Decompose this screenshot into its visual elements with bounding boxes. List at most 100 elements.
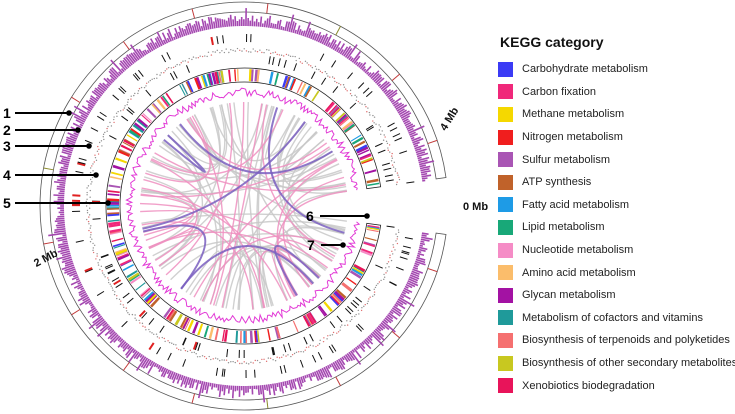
gc-skew-bar: [117, 339, 125, 348]
dot-point: [142, 325, 144, 327]
dot-point: [89, 227, 91, 229]
dot-point: [86, 198, 88, 200]
gc-skew-bar: [288, 380, 293, 391]
kegg-gene-segment: [296, 81, 303, 94]
gc-skew-bar: [128, 350, 138, 363]
dot-point: [385, 272, 387, 274]
gene-tick: [222, 35, 225, 44]
gc-skew-bar: [130, 52, 138, 62]
gc-skew-bar: [157, 364, 161, 370]
gc-skew-bar: [421, 232, 429, 235]
gc-skew-bar: [144, 49, 149, 55]
kegg-gene-segment: [254, 69, 258, 82]
gc-skew-bar: [421, 174, 432, 178]
legend-label: Methane metabolism: [522, 108, 625, 121]
kegg-gene-segment: [184, 318, 191, 330]
gc-skew-bar: [417, 250, 422, 254]
kegg-gene-segment: [325, 102, 336, 113]
gc-skew-bar: [369, 72, 375, 78]
dot-point: [239, 49, 241, 51]
dot-point: [92, 170, 94, 172]
gene-tick: [138, 69, 144, 77]
kegg-gene-segment: [351, 267, 364, 277]
gc-skew-bar: [420, 238, 430, 242]
gc-skew-bar: [401, 291, 407, 295]
gc-skew-bar: [404, 121, 412, 127]
dot-point: [245, 362, 248, 364]
dot-point: [333, 77, 336, 80]
gc-skew-bar: [188, 22, 194, 34]
dot-point: [367, 300, 369, 302]
dot-point: [111, 287, 114, 289]
gc-skew-bar: [350, 350, 362, 365]
kegg-gene-segment: [330, 106, 340, 117]
gene-tick: [105, 265, 114, 270]
gc-skew-bar: [231, 385, 235, 399]
dot-point: [372, 114, 374, 117]
kegg-gene-segment: [218, 71, 222, 84]
dot-point: [368, 298, 370, 300]
gc-skew-bar: [62, 234, 67, 237]
gc-skew-bar: [408, 278, 418, 284]
kegg-gene-segment: [214, 328, 219, 341]
gc-skew-bar: [319, 34, 325, 44]
kegg-gene-segment: [341, 283, 352, 293]
gc-skew-bar: [284, 21, 289, 31]
gc-skew-bar: [108, 70, 118, 80]
dot-point: [148, 328, 150, 331]
dot-point: [98, 148, 100, 151]
kegg-gene-segment: [112, 164, 125, 171]
gene-tick: [350, 302, 358, 309]
dot-point: [109, 283, 111, 285]
gc-skew-bar: [298, 29, 302, 35]
legend-item: Methane metabolism: [498, 103, 734, 126]
dot-point: [395, 240, 397, 242]
dot-point: [339, 329, 341, 331]
dot-point: [163, 72, 165, 74]
gc-skew-bar: [142, 358, 150, 369]
dot-point: [170, 67, 173, 69]
gc-skew-bar: [306, 27, 312, 38]
dot-point: [107, 125, 109, 128]
dot-point: [89, 236, 92, 238]
dot-point: [299, 61, 302, 63]
gene-tick: [287, 342, 292, 351]
legend-swatch: [498, 84, 513, 100]
dot-point: [290, 355, 292, 358]
gc-skew-bar: [140, 357, 149, 368]
gene-tick: [382, 162, 390, 166]
gc-skew-bar: [296, 377, 302, 390]
gc-skew-bar: [385, 315, 394, 322]
dot-point: [380, 133, 382, 135]
gc-skew-bar: [416, 151, 426, 156]
gc-skew-bar: [370, 332, 384, 347]
callout-dot-3: [86, 143, 92, 149]
dot-point: [291, 354, 294, 356]
gc-skew-bar: [421, 172, 428, 176]
gc-skew-bar: [156, 31, 165, 46]
gc-skew-bar: [102, 82, 109, 89]
dot-point: [86, 209, 89, 212]
gc-skew-bar: [57, 242, 69, 246]
dot-point: [256, 359, 259, 362]
gc-skew-bar: [106, 83, 111, 87]
dot-point: [93, 244, 96, 246]
dot-point: [363, 305, 365, 308]
dot-point: [131, 313, 134, 316]
dot-point: [297, 351, 300, 353]
synteny-link: [178, 124, 346, 189]
gc-skew-bar: [73, 105, 90, 116]
dot-point: [171, 342, 173, 344]
kegg-gene-segment: [214, 71, 220, 84]
gc-skew-bar: [60, 177, 67, 180]
gc-skew-bar: [77, 294, 89, 302]
dot-point: [199, 355, 201, 358]
gc-skew-bar: [149, 360, 154, 367]
gc-skew-bar: [354, 61, 359, 66]
dot-point: [128, 313, 130, 316]
dot-point: [158, 337, 161, 339]
dot-point: [89, 171, 92, 174]
dot-point: [180, 62, 182, 64]
dot-point: [355, 96, 358, 98]
gc-skew-bar: [177, 31, 182, 38]
